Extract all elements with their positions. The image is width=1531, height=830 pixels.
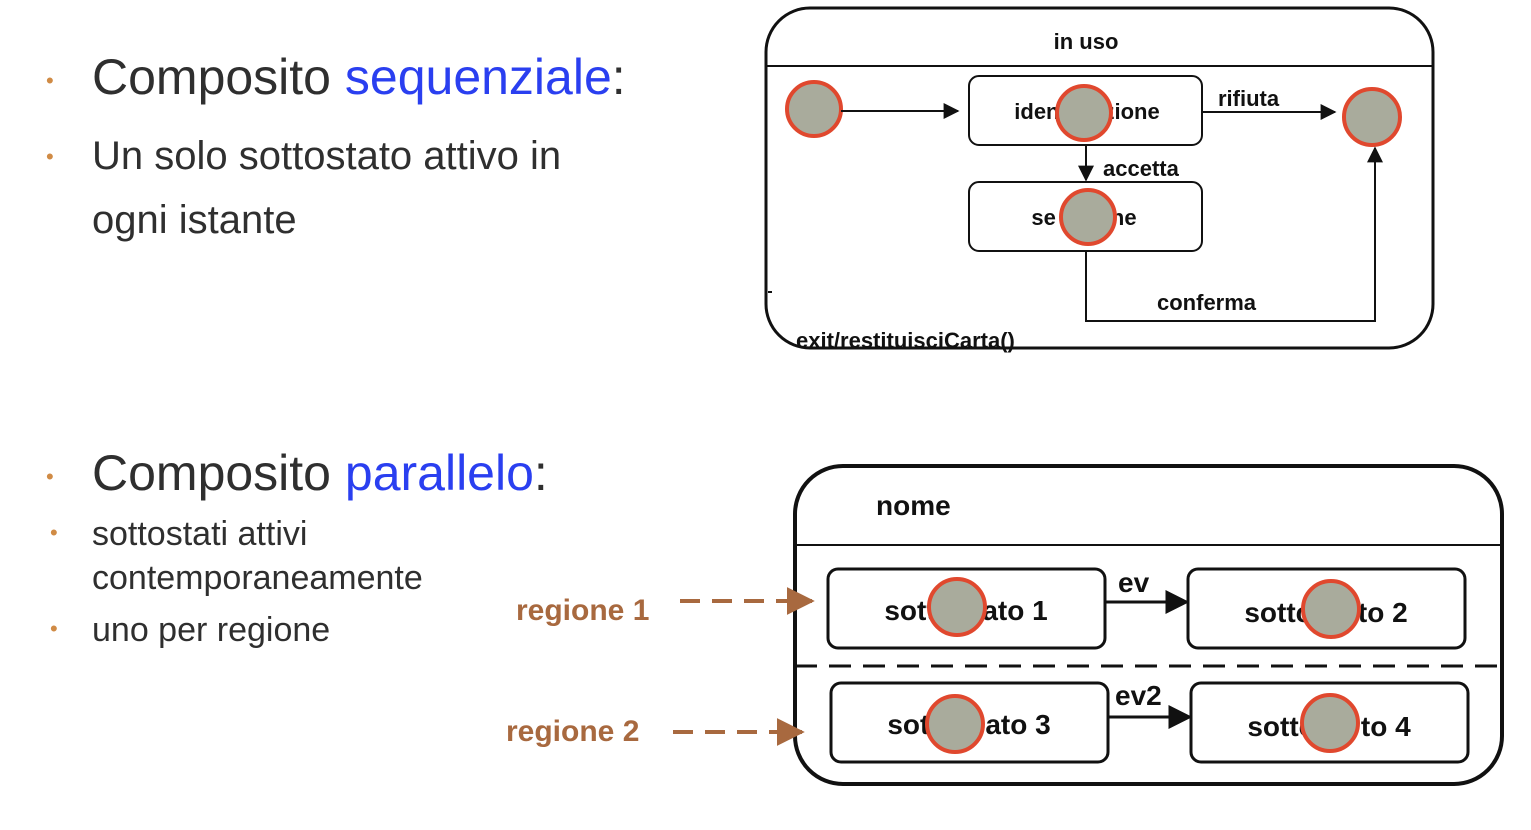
seq-desc-line2: ogni istante	[92, 198, 297, 242]
seq-state-name: in uso	[1054, 29, 1119, 54]
par-marker-2	[1301, 579, 1361, 639]
par-b2: uno per regione	[92, 611, 331, 649]
region-2-label: regione 2	[506, 715, 639, 748]
bullet-seq-desc: •	[46, 144, 54, 169]
seq-composite-state: in uso ident zione rifiuta accetta se ne…	[764, 6, 1435, 353]
region-1-label: regione 1	[516, 594, 649, 627]
seq-title: Composito sequenziale:	[92, 48, 626, 106]
bullet-par-b1: •	[50, 520, 58, 545]
par-marker-4	[1300, 693, 1360, 753]
seq-arrow-confirm	[1085, 146, 1383, 322]
par-marker-3	[925, 694, 985, 754]
par-state-border	[793, 464, 1504, 786]
seq-desc-line1: Un solo sottostato attivo in	[92, 134, 562, 178]
bullet-par-b2: •	[50, 616, 58, 641]
par-state-name: nome	[876, 490, 951, 521]
par-title-plain: Composito	[92, 445, 345, 501]
par-title-colon: :	[533, 445, 548, 501]
seq-state-border	[764, 6, 1435, 350]
seq-title-accent: sequenziale	[344, 49, 612, 105]
par-title-accent: parallelo	[344, 445, 534, 501]
par-b1: sottostati attivi contemporaneamente	[92, 512, 423, 600]
par-event-ev: ev	[1118, 567, 1150, 598]
seq-event-confirm: conferma	[1157, 290, 1257, 315]
bullet-seq-title: •	[46, 68, 54, 93]
par-marker-1	[927, 577, 987, 637]
seq-event-reject: rifiuta	[1218, 86, 1280, 111]
seq-marker-b	[1059, 188, 1117, 246]
seq-title-plain: Composito	[92, 49, 345, 105]
par-b1-line1: sottostati attivi	[92, 515, 308, 553]
seq-final-marker	[1342, 87, 1402, 147]
par-title: Composito parallelo:	[92, 444, 548, 502]
seq-event-accept: accetta	[1103, 156, 1180, 181]
seq-desc: Un solo sottostato attivo in ogni istant…	[92, 124, 561, 252]
seq-initial-marker	[785, 80, 843, 138]
seq-title-colon: :	[611, 49, 626, 105]
bullet-par-title: •	[46, 464, 54, 489]
par-b1-line2: contemporaneamente	[92, 559, 423, 597]
par-composite-state: nome sott ato 1 ev sottc to 2 sott ato 3…	[793, 464, 1504, 786]
seq-marker-a	[1055, 84, 1113, 142]
seq-exit-action: exit/restituisciCarta()	[796, 328, 1015, 353]
par-event-ev2: ev2	[1115, 680, 1162, 711]
